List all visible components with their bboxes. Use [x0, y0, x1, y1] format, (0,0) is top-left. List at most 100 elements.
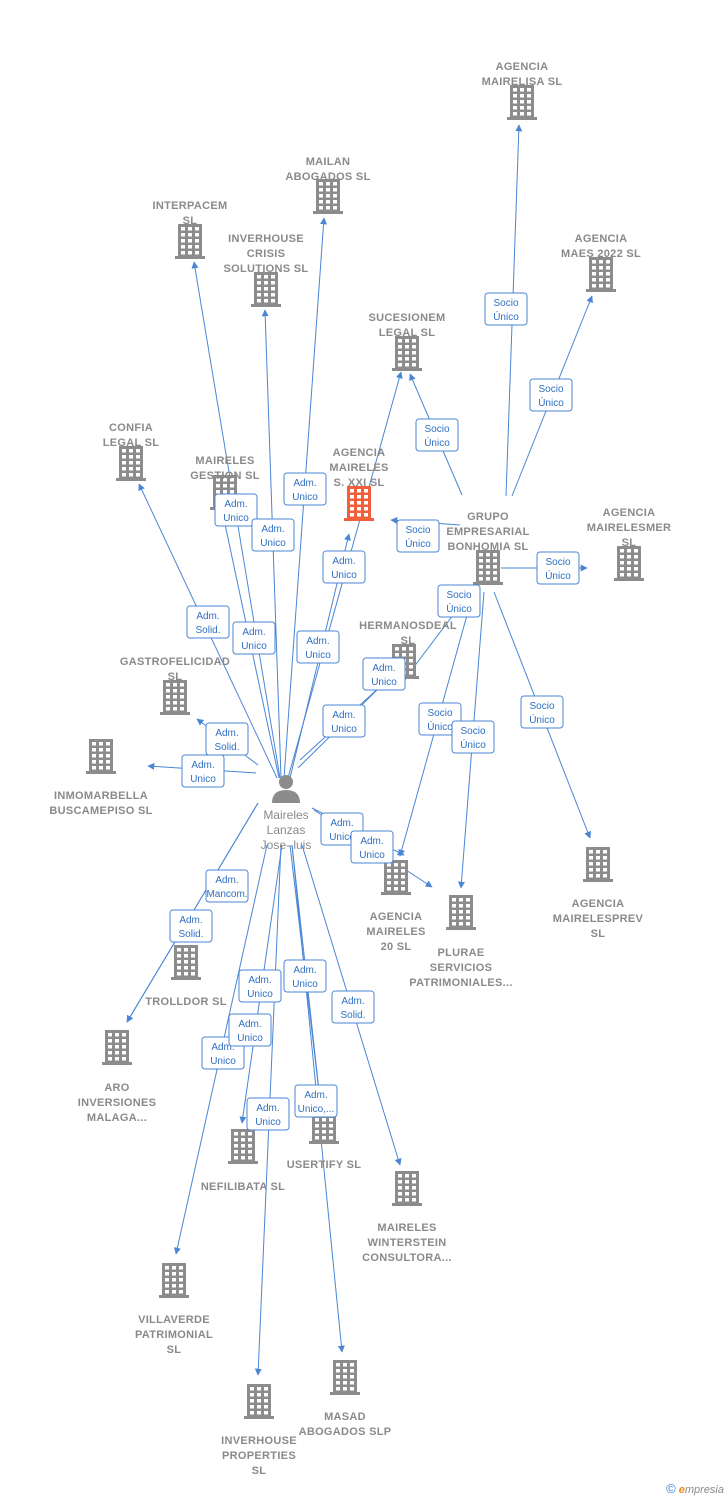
company-name: MAIRELESMER — [587, 522, 672, 534]
edge-label-box — [529, 378, 573, 412]
edge-label-text: Socio — [460, 726, 485, 737]
edge-label-text: Adm. — [372, 663, 395, 674]
edge-label-box — [238, 969, 282, 1003]
edge-label-p-winterstein[interactable]: Adm.Solid. — [331, 990, 375, 1024]
company-name: AGENCIA — [603, 507, 656, 519]
edge-label-box — [169, 909, 213, 943]
edge-label-p-maireles_gestion[interactable]: Adm.Unico — [232, 621, 276, 655]
edge-label-text: Adm. — [238, 1019, 261, 1030]
edge-label-text: Adm. — [224, 499, 247, 510]
edge-label-p-usertify[interactable]: Adm.Unico — [246, 1097, 290, 1131]
company-name: SL — [168, 671, 183, 683]
company-name: CRISIS — [247, 248, 285, 260]
company-node-nefilibata[interactable]: NEFILIBATA SL — [201, 1129, 285, 1193]
edge-label-text: Adm. — [191, 760, 214, 771]
company-node-plurae[interactable]: PLURAESERVICIOSPATRIMONIALES... — [409, 895, 512, 989]
edge-label-text: Unico — [331, 724, 357, 735]
edge-label-box — [205, 722, 249, 756]
company-name: INVERHOUSE — [228, 233, 304, 245]
company-node-aro[interactable]: AROINVERSIONESMALAGA... — [78, 1030, 157, 1124]
edge-label-text: Socio — [529, 701, 554, 712]
edge-label-text: Unico — [255, 1117, 281, 1128]
edge-label-p-trolldor[interactable]: Adm.Mancom. — [205, 869, 249, 903]
edge-label-p-aro[interactable]: Adm.Solid. — [169, 909, 213, 943]
edge-label-p-sucesionem[interactable]: Adm.Unico — [296, 630, 340, 664]
edge-label-text: Unico — [237, 1033, 263, 1044]
edge-label-p-inverhouse_crisis[interactable]: Adm.Unico — [251, 518, 295, 552]
edge-label-p-inmomarbella[interactable]: Adm.Unico — [181, 754, 225, 788]
edge-label-p-confia[interactable]: Adm.Solid. — [186, 605, 230, 639]
edge-label-box — [181, 754, 225, 788]
company-name: SL — [252, 1465, 267, 1477]
company-name: TROLLDOR SL — [145, 996, 227, 1008]
company-node-trolldor[interactable]: TROLLDOR SL — [145, 945, 227, 1008]
company-node-masad[interactable]: MASAD ABOGADOS SLP — [299, 1360, 392, 1438]
company-node-winterstein[interactable]: MAIRELESWINTERSTEINCONSULTORA... — [362, 1171, 452, 1264]
edge-label-text: Adm. — [332, 556, 355, 567]
company-name: INMOMARBELLA — [54, 790, 148, 802]
building-icon — [159, 1263, 189, 1298]
edge-label-p-hermanos[interactable]: Adm. Unico — [362, 657, 406, 691]
edge-label-p-plurae[interactable]: Adm.Unico — [350, 830, 394, 864]
company-name: 20 SL — [381, 941, 412, 953]
company-name: ABOGADOS SLP — [299, 1426, 392, 1438]
edge-label-box — [214, 493, 258, 527]
edge-label-p-inverhouse_prop[interactable]: Adm. Unico — [228, 1013, 272, 1047]
edge-label-p-mailan[interactable]: Adm.Unico — [283, 472, 327, 506]
edge-label-box — [520, 695, 564, 729]
company-name: MASAD — [324, 1411, 366, 1423]
company-name: INVERHOUSE — [221, 1435, 297, 1447]
edge-label-text: Único — [538, 396, 564, 409]
edge-label-text: Unico — [359, 850, 385, 861]
edge-label-box — [362, 657, 406, 691]
edge-label-text: Adm. — [293, 965, 316, 976]
edge-label-p-interpacem[interactable]: Adm.Unico — [214, 493, 258, 527]
footer-brand[interactable]: © empresia — [666, 1481, 724, 1496]
company-name: MAIRELES — [377, 1222, 436, 1234]
edge-label-text: Unico — [371, 677, 397, 688]
edge-label-p-gastro[interactable]: Adm.Solid. — [205, 722, 249, 756]
edge-label-p-hermanos[interactable]: Adm.Unico — [322, 704, 366, 738]
edge-label-p-usertify[interactable]: Adm.Unico,... — [294, 1084, 338, 1118]
company-name: HERMANOSDEAL — [359, 620, 457, 632]
edge-label-text: Mancom. — [206, 889, 247, 900]
edge-label-text: Adm. — [304, 1090, 327, 1101]
edge-label-text: Socio — [424, 424, 449, 435]
building-icon — [116, 446, 146, 481]
edge-label-text: Adm. — [261, 524, 284, 535]
company-node-usertify[interactable]: USERTIFY SL — [287, 1109, 362, 1171]
edge-label-p-agencia_xxi[interactable]: Adm.Unico — [322, 550, 366, 584]
edge-label-text: Unico — [247, 989, 273, 1000]
edge-label-p-masad[interactable]: Adm.Unico — [283, 959, 327, 993]
company-name: PLURAE — [437, 947, 484, 959]
edge-label-p-nefilibata[interactable]: Adm.Unico — [238, 969, 282, 1003]
edge-label-text: Adm. — [341, 996, 364, 1007]
